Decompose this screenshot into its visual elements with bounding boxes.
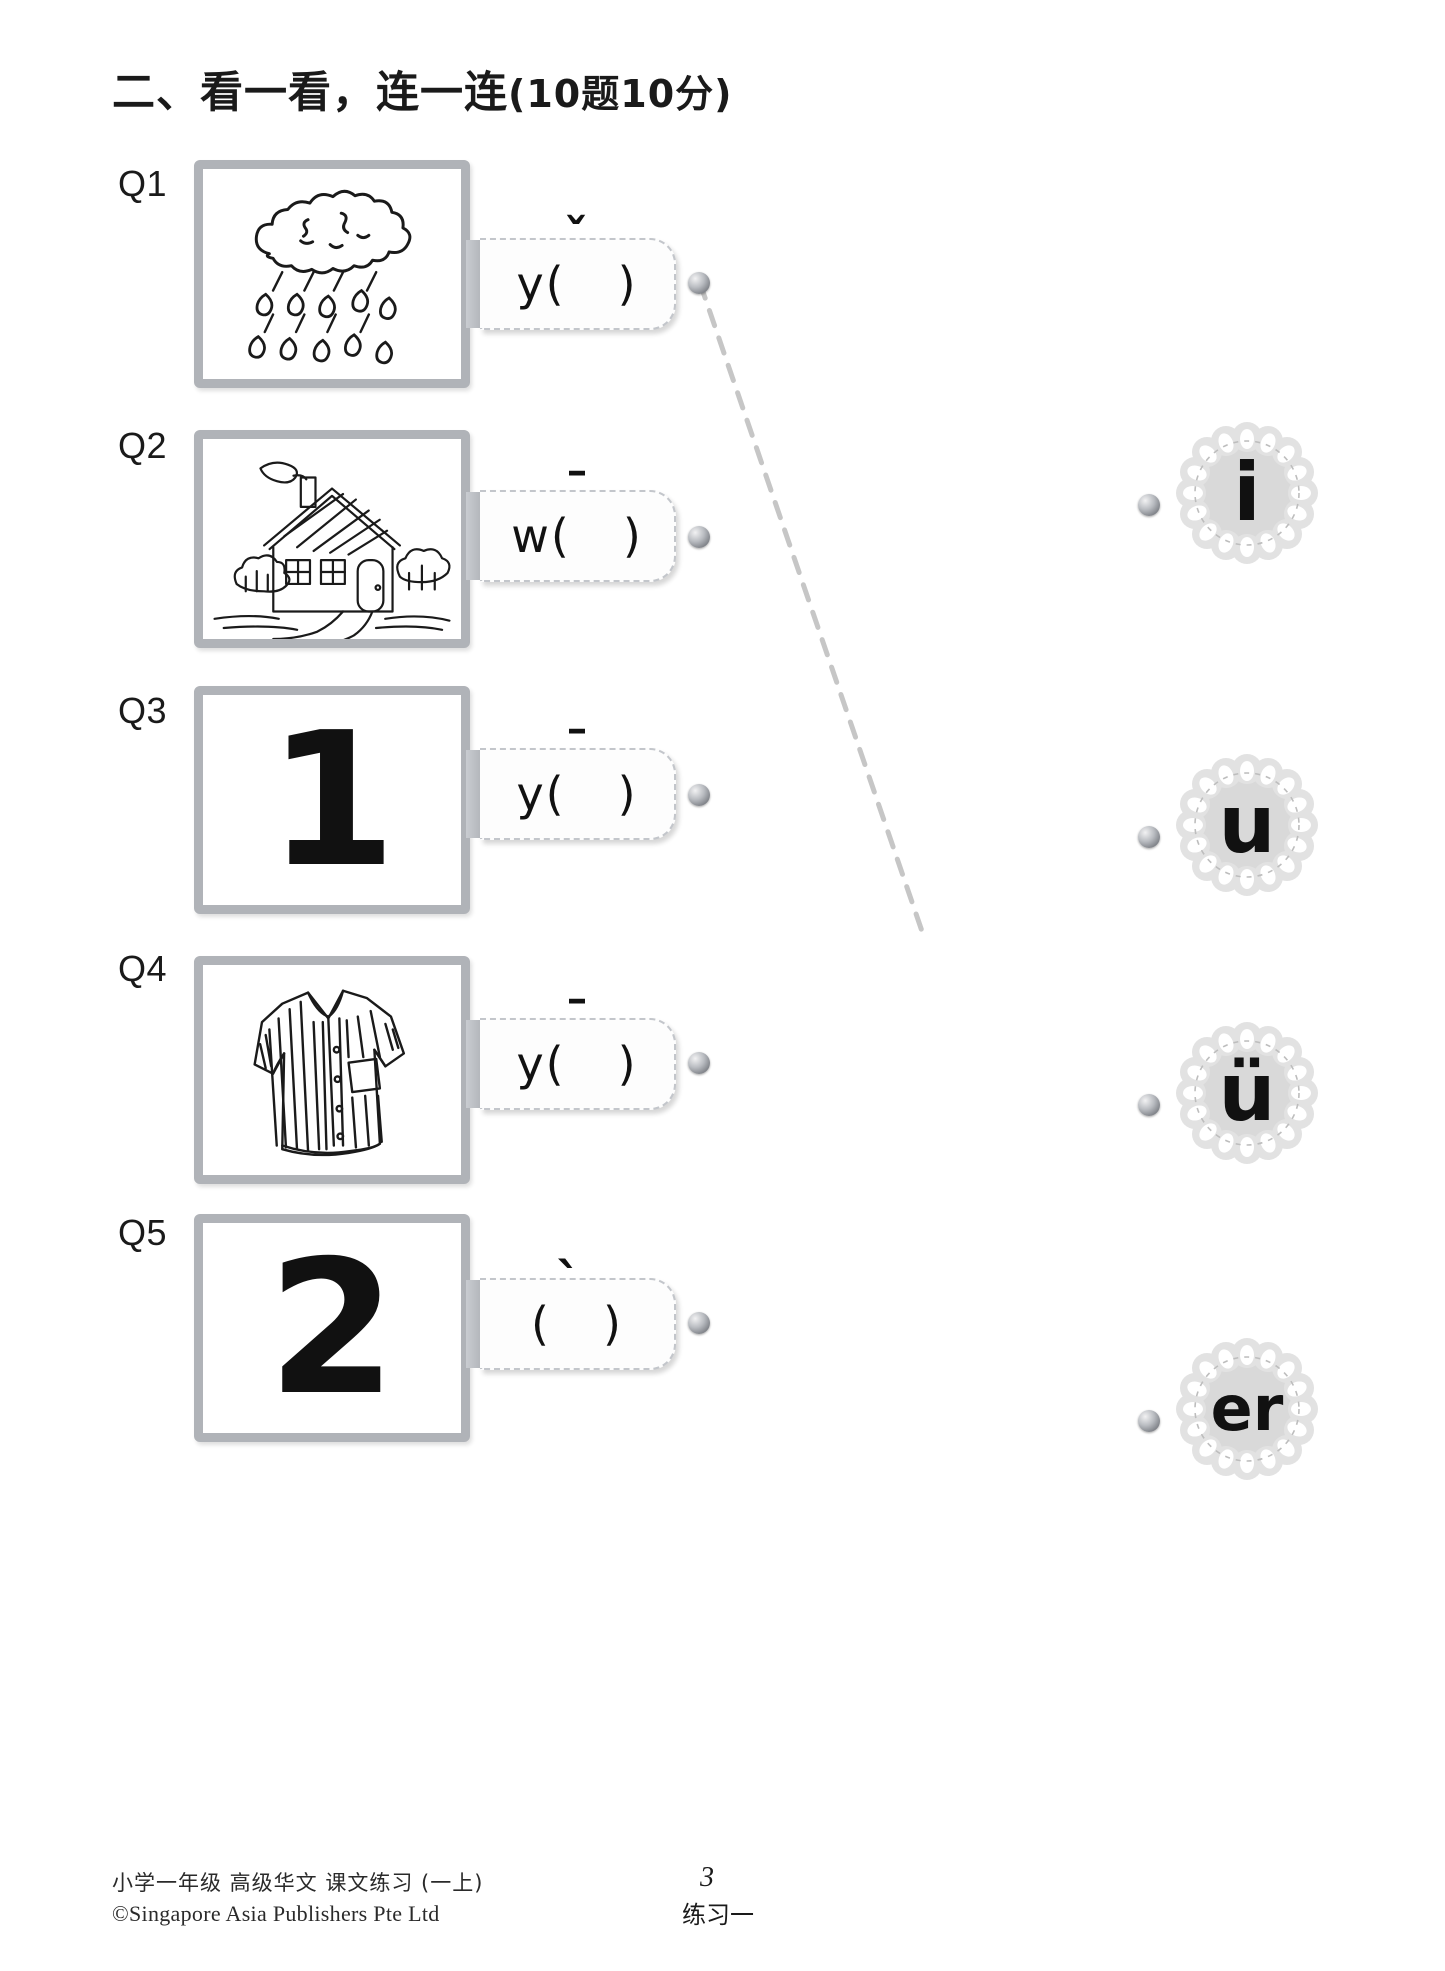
token-bullet-u-umlaut[interactable] bbox=[1138, 1094, 1160, 1116]
page-title-marks: (10题10分) bbox=[508, 72, 733, 116]
numeral-one-illustration: 1 bbox=[203, 695, 461, 905]
shirt-svg bbox=[253, 989, 406, 1157]
house-illustration bbox=[203, 439, 461, 639]
answer-suffix-q3: ) bbox=[617, 767, 638, 821]
token-u-umlaut[interactable]: ü bbox=[1172, 1018, 1322, 1168]
token-bullet-u[interactable] bbox=[1138, 826, 1160, 848]
answer-suffix-q5: ) bbox=[603, 1297, 623, 1351]
token-er[interactable]: er bbox=[1172, 1334, 1322, 1484]
question-image-q1 bbox=[194, 160, 470, 388]
numeral-one: 1 bbox=[267, 691, 397, 908]
numeral-two-illustration: 2 bbox=[203, 1223, 461, 1433]
answer-prefix-q1: y( bbox=[516, 257, 566, 311]
house-svg bbox=[213, 461, 451, 639]
doily-icon-i bbox=[1176, 422, 1318, 564]
exercise-label: 练习一 bbox=[682, 1901, 754, 1929]
token-letter-u: u bbox=[1218, 778, 1276, 871]
answer-prefix-q5: ( bbox=[531, 1297, 551, 1351]
question-label-q2: Q2 bbox=[118, 425, 168, 466]
page-number: 3 bbox=[700, 1862, 714, 1893]
answer-tag-q1[interactable]: ˇ y() bbox=[466, 209, 676, 330]
question-image-q4 bbox=[194, 956, 470, 1184]
answer-prefix-q2: w( bbox=[511, 509, 571, 563]
connector-bullet-q4[interactable] bbox=[688, 1052, 710, 1074]
token-letter-er: er bbox=[1210, 1372, 1284, 1445]
question-label-q4: Q4 bbox=[118, 948, 168, 989]
numeral-two: 2 bbox=[267, 1219, 397, 1436]
answer-tag-q2[interactable]: ˉ w() bbox=[466, 463, 676, 582]
connector-bullet-q5[interactable] bbox=[688, 1312, 710, 1334]
token-i[interactable]: i bbox=[1172, 418, 1322, 568]
token-letter-i: i bbox=[1233, 446, 1261, 539]
answer-tag-text-q3: ˉ y() bbox=[516, 721, 638, 821]
rain-cloud-illustration bbox=[203, 169, 461, 379]
token-letter-u-umlaut: ü bbox=[1218, 1046, 1276, 1139]
question-image-q5: 2 bbox=[194, 1214, 470, 1442]
answer-tag-q3[interactable]: ˉ y() bbox=[466, 721, 676, 840]
connector-bullet-q2[interactable] bbox=[688, 526, 710, 548]
footer-copyright: ©Singapore Asia Publishers Pte Ltd bbox=[112, 1901, 440, 1926]
question-label-q3: Q3 bbox=[118, 690, 168, 731]
footer: 小学一年级 高级华文 课文练习 (一上) ©Singapore Asia Pub… bbox=[112, 1867, 483, 1927]
tone-mark-q1: ˇ bbox=[563, 209, 591, 267]
tone-mark-q5: ˋ bbox=[555, 1253, 584, 1313]
answer-tag-text-q4: ˉ y() bbox=[516, 991, 638, 1091]
answer-tag-text-q5: ˋ () bbox=[531, 1253, 623, 1351]
answer-tag-q5[interactable]: ˋ () bbox=[466, 1253, 676, 1370]
answer-prefix-q4: y( bbox=[516, 1037, 566, 1091]
connector-bullet-q3[interactable] bbox=[688, 784, 710, 806]
answer-suffix-q4: ) bbox=[617, 1037, 638, 1091]
rain-cloud-svg bbox=[248, 189, 412, 365]
token-bullet-er[interactable] bbox=[1138, 1410, 1160, 1432]
answer-tag-text-q2: ˉ w() bbox=[511, 463, 643, 563]
tone-mark-q4: ˉ bbox=[564, 991, 590, 1051]
answer-tag-text-q1: ˇ y() bbox=[516, 209, 638, 311]
shirt-illustration bbox=[203, 965, 461, 1175]
token-u[interactable]: u bbox=[1172, 750, 1322, 900]
answer-suffix-q1: ) bbox=[617, 257, 638, 311]
page-title-text: 二、看一看，连一连 bbox=[112, 68, 508, 118]
answer-prefix-q3: y( bbox=[516, 767, 566, 821]
question-label-q5: Q5 bbox=[118, 1212, 168, 1253]
question-label-q1: Q1 bbox=[118, 163, 168, 204]
token-bullet-i[interactable] bbox=[1138, 494, 1160, 516]
question-image-q3: 1 bbox=[194, 686, 470, 914]
tone-mark-q2: ˉ bbox=[564, 463, 590, 523]
answer-tag-q4[interactable]: ˉ y() bbox=[466, 991, 676, 1110]
connector-bullet-q1[interactable] bbox=[688, 272, 710, 294]
question-image-q2 bbox=[194, 430, 470, 648]
answer-suffix-q2: ) bbox=[622, 509, 643, 563]
tone-mark-q3: ˉ bbox=[564, 721, 590, 781]
page-title: 二、看一看，连一连(10题10分) bbox=[112, 58, 733, 120]
footer-book-title: 小学一年级 高级华文 课文练习 (一上) bbox=[112, 1871, 484, 1895]
